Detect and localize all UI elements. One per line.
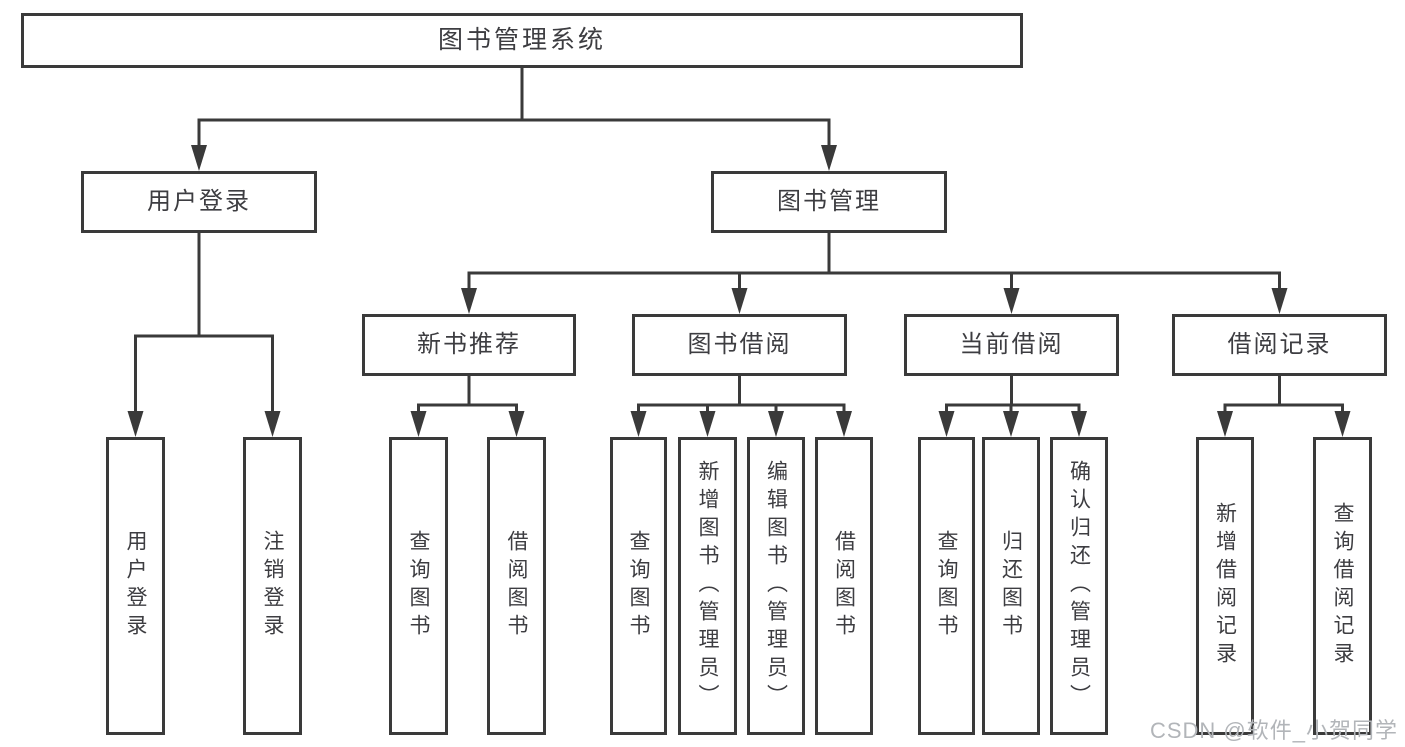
arrowhead-book-mgmt [821, 145, 837, 171]
node-label: 归还图书 [999, 530, 1023, 642]
node-leaf-borrow-book-2: 借阅图书 [815, 437, 873, 735]
arrowhead-borrow-records [1271, 288, 1288, 314]
node-leaf-query-book-3: 查询图书 [918, 437, 975, 735]
arrowhead-leaf-query-book-1 [410, 411, 427, 437]
node-label: 注销登录 [261, 530, 284, 642]
node-label: 确认归还（管理员） [1067, 460, 1091, 712]
arrowhead-current-borrow [1003, 288, 1020, 314]
node-label: 借阅图书 [832, 530, 856, 642]
node-label: 图书管理系统 [437, 26, 606, 54]
node-label: 用户登录 [124, 530, 147, 642]
node-label: 查询图书 [935, 530, 958, 642]
node-leaf-edit-book: 编辑图书（管理员） [747, 437, 805, 735]
node-root: 图书管理系统 [21, 13, 1023, 68]
node-leaf-confirm-return: 确认归还（管理员） [1050, 437, 1108, 735]
node-label: 图书借阅 [687, 331, 792, 358]
node-user-login: 用户登录 [81, 171, 317, 233]
node-leaf-add-book: 新增图书（管理员） [678, 437, 737, 735]
node-label: 查询图书 [627, 530, 650, 642]
arrowhead-leaf-logout [264, 411, 281, 437]
node-book-mgmt: 图书管理 [711, 171, 947, 233]
watermark: CSDN @软件_小贺同学 [1149, 718, 1398, 743]
arrowhead-leaf-add-borrow-record [1217, 411, 1233, 437]
node-label: 查询借阅记录 [1331, 502, 1354, 670]
arrowhead-new-book-rec [461, 288, 477, 314]
node-label: 新书推荐 [417, 331, 521, 358]
arrowhead-leaf-add-book [699, 411, 716, 437]
node-leaf-user-login: 用户登录 [106, 437, 165, 735]
node-current-borrow: 当前借阅 [904, 314, 1119, 376]
node-label: 借阅图书 [505, 530, 528, 642]
node-label: 查询图书 [407, 530, 430, 642]
node-new-book-rec: 新书推荐 [362, 314, 576, 376]
arrowhead-leaf-borrow-book-1 [508, 411, 525, 437]
node-leaf-query-book-1: 查询图书 [389, 437, 448, 735]
node-leaf-query-borrow-record: 查询借阅记录 [1313, 437, 1372, 735]
arrowhead-leaf-borrow-book-2 [836, 411, 852, 437]
node-label: 新增借阅记录 [1213, 502, 1237, 670]
arrowhead-user-login [191, 145, 207, 171]
node-label: 图书管理 [777, 188, 881, 215]
arrowhead-leaf-query-book-3 [938, 411, 955, 437]
node-leaf-return-book: 归还图书 [982, 437, 1040, 735]
node-leaf-borrow-book-1: 借阅图书 [487, 437, 546, 735]
arrowhead-leaf-user-login [127, 411, 144, 437]
node-label: 借阅记录 [1227, 331, 1332, 358]
node-leaf-add-borrow-record: 新增借阅记录 [1196, 437, 1254, 735]
node-leaf-query-book-2: 查询图书 [610, 437, 667, 735]
node-label: 用户登录 [147, 188, 251, 215]
node-label: 编辑图书（管理员） [764, 460, 788, 712]
node-label: 当前借阅 [959, 331, 1064, 358]
arrowhead-leaf-query-borrow-record [1334, 411, 1351, 437]
arrowhead-leaf-query-book-2 [630, 411, 647, 437]
arrowhead-book-borrow [731, 288, 748, 314]
node-leaf-logout: 注销登录 [243, 437, 302, 735]
node-borrow-records: 借阅记录 [1172, 314, 1387, 376]
arrowhead-leaf-edit-book [768, 411, 784, 437]
node-label: 新增图书（管理员） [696, 460, 719, 712]
arrowhead-leaf-return-book [1003, 411, 1019, 437]
arrowhead-leaf-confirm-return [1071, 411, 1087, 437]
node-book-borrow: 图书借阅 [632, 314, 847, 376]
